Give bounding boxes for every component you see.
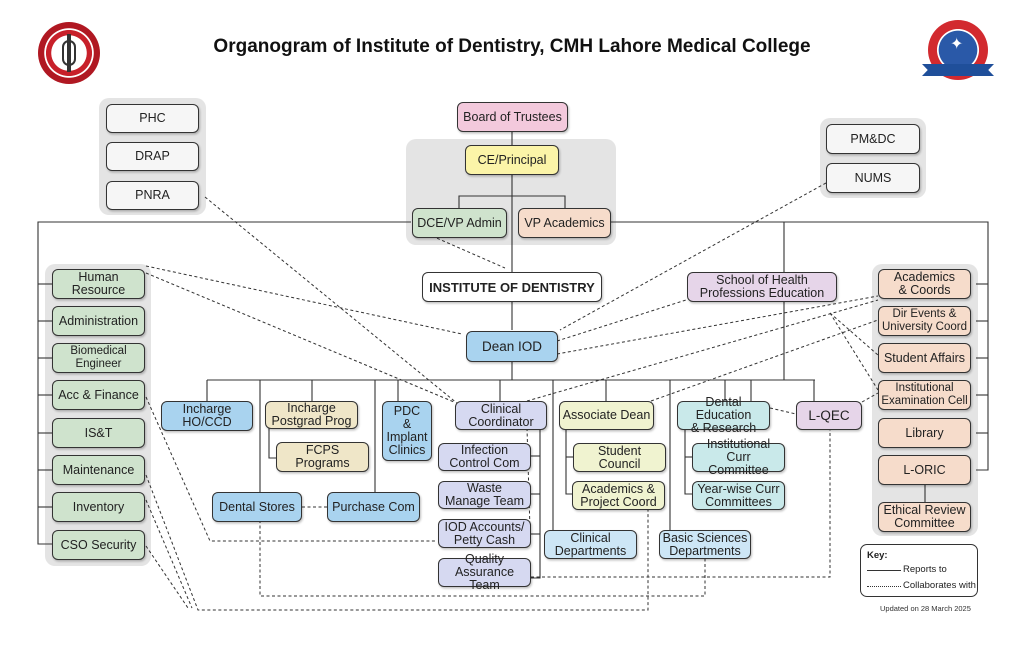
institute-logo-icon: ✦	[922, 20, 994, 80]
school-of-health-professions-education[interactable]: School of Health Professions Education	[687, 272, 837, 302]
page-title: Organogram of Institute of Dentistry, CM…	[213, 36, 811, 57]
regulator-phc[interactable]: PHC	[106, 104, 199, 133]
board-of-trustees[interactable]: Board of Trustees	[457, 102, 568, 132]
admin-dept-acc-finance[interactable]: Acc & Finance	[52, 380, 145, 410]
fcps-programs[interactable]: FCPS Programs	[276, 442, 369, 472]
unit-l-oric[interactable]: L-ORIC	[878, 455, 971, 485]
dce-vp-admin[interactable]: DCE/VP Admin	[412, 208, 507, 238]
legend-collaborates-with: Collaborates with	[903, 580, 976, 591]
incharge-postgrad-prog[interactable]: Incharge Postgrad Prog	[265, 401, 358, 429]
admin-dept-cso-security[interactable]: CSO Security	[52, 530, 145, 560]
college-logo-icon	[38, 22, 100, 84]
unit-academics-coords[interactable]: Academics & Coords	[878, 269, 971, 299]
institute-of-dentistry[interactable]: INSTITUTE OF DENTISTRY	[422, 272, 602, 302]
dotted-line-sample	[867, 586, 901, 587]
dean-iod[interactable]: Dean IOD	[466, 331, 558, 362]
clinical-coordinator[interactable]: Clinical Coordinator	[455, 401, 547, 430]
associate-dean[interactable]: Associate Dean	[559, 401, 654, 430]
solid-line-sample	[867, 570, 901, 571]
dental-stores[interactable]: Dental Stores	[212, 492, 302, 522]
legend-title: Key:	[867, 550, 888, 561]
unit-examination-cell[interactable]: Institutional Examination Cell	[878, 380, 971, 410]
academics-project-coord[interactable]: Academics & Project Coord	[572, 481, 665, 510]
basic-sciences-departments[interactable]: Basic Sciences Departments	[659, 530, 751, 559]
regulator-nums[interactable]: NUMS	[826, 163, 920, 193]
regulator-drap[interactable]: DRAP	[106, 142, 199, 171]
admin-dept-ist[interactable]: IS&T	[52, 418, 145, 448]
admin-dept-biomedical-engineer[interactable]: Biomedical Engineer	[52, 343, 145, 373]
unit-dir-events[interactable]: Dir Events & University Coord	[878, 306, 971, 336]
vp-academics[interactable]: VP Academics	[518, 208, 611, 238]
regulator-pmdc[interactable]: PM&DC	[826, 124, 920, 154]
institutional-curr-committee[interactable]: Institutional Curr Committee	[692, 438, 785, 477]
admin-dept-maintenance[interactable]: Maintenance	[52, 455, 145, 485]
yearwise-curr-committees[interactable]: Year-wise Curr Committees	[692, 481, 785, 510]
student-council[interactable]: Student Council	[573, 443, 666, 472]
unit-student-affairs[interactable]: Student Affairs	[878, 343, 971, 373]
dental-education-research[interactable]: Dental Education & Research	[677, 396, 770, 435]
admin-dept-human-resource[interactable]: Human Resource	[52, 269, 145, 299]
purchase-com[interactable]: Purchase Com	[327, 492, 420, 522]
admin-dept-inventory[interactable]: Inventory	[52, 492, 145, 522]
iod-accounts-petty-cash[interactable]: IOD Accounts/ Petty Cash	[438, 519, 531, 548]
unit-ethical-review-committee[interactable]: Ethical Review Committee	[878, 502, 971, 532]
legend-key: Key: Reports to Collaborates with	[860, 544, 978, 597]
admin-dept-administration[interactable]: Administration	[52, 306, 145, 336]
incharge-ho-ccd[interactable]: Incharge HO/CCD	[161, 401, 253, 431]
updated-date: Updated on 28 March 2025	[880, 604, 971, 613]
quality-assurance-team[interactable]: Quality Assurance Team	[438, 553, 531, 592]
l-qec[interactable]: L-QEC	[796, 401, 862, 430]
ce-principal[interactable]: CE/Principal	[465, 145, 559, 175]
waste-manage-team[interactable]: Waste Manage Team	[438, 481, 531, 509]
clinical-departments[interactable]: Clinical Departments	[544, 530, 637, 559]
unit-library[interactable]: Library	[878, 418, 971, 448]
infection-control-com[interactable]: Infection Control Com	[438, 443, 531, 471]
pdc-implant-clinics[interactable]: PDC & Implant Clinics	[382, 401, 432, 461]
legend-reports-to: Reports to	[903, 564, 947, 575]
regulator-pnra[interactable]: PNRA	[106, 181, 199, 210]
